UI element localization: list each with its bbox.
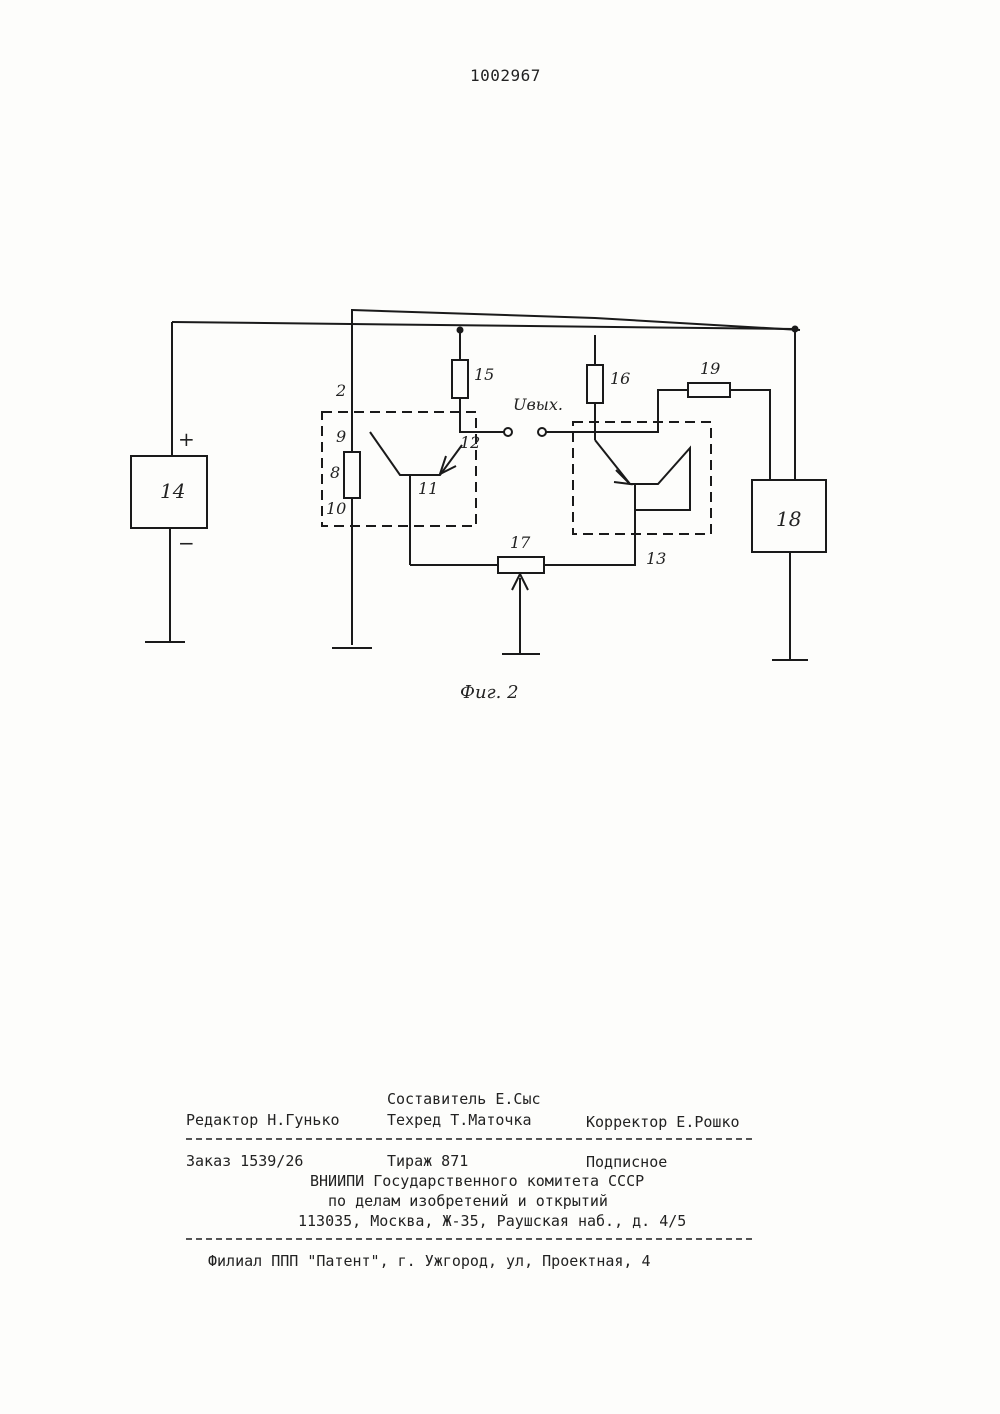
resistor-16 [587, 365, 603, 403]
separator [186, 1238, 752, 1240]
label-transistor-11: 11 [418, 479, 438, 498]
wire-top-bus [172, 322, 795, 329]
transistor-13-arrow [614, 470, 630, 484]
label-block-2: 2 [335, 381, 346, 400]
label-resistor-16: 16 [610, 369, 630, 388]
label-pin-9: 9 [336, 427, 346, 446]
label-output: Uвых. [513, 395, 563, 414]
figure-caption: Фиг. 2 [460, 682, 519, 703]
label-power-source: 14 [160, 479, 185, 503]
label-pin-8: 8 [330, 463, 340, 482]
footer-address: 113035, Москва, Ж-35, Раушская наб., д. … [298, 1212, 686, 1230]
wire-r19-left [595, 390, 688, 432]
label-potentiometer-17: 17 [510, 533, 531, 552]
footer-org-line2: по делам изобретений и открытий [328, 1192, 608, 1210]
resistor-15 [452, 360, 468, 398]
potentiometer-17 [498, 557, 544, 573]
label-block-13: 13 [646, 549, 666, 568]
label-pin-12: 12 [460, 433, 480, 452]
label-resistor-15: 15 [474, 365, 494, 384]
separator [186, 1138, 752, 1140]
footer-editor: Редактор Н.Гунько [186, 1111, 340, 1129]
label-resistor-19: 19 [700, 359, 720, 378]
label-minus: − [178, 531, 195, 555]
footer-order: Заказ 1539/26 [186, 1152, 303, 1170]
output-terminal-right [538, 428, 546, 436]
wire-r19-right [730, 390, 770, 480]
footer-circulation: Тираж 871 [387, 1152, 468, 1170]
footer-branch: Филиал ППП "Патент", г. Ужгород, ул, Про… [208, 1252, 651, 1270]
junction-dot [457, 327, 464, 334]
output-terminal-left [504, 428, 512, 436]
transistor-11-base [370, 432, 462, 475]
label-pin-10: 10 [326, 499, 346, 518]
circuit-diagram: 14 + − 2 9 8 10 11 12 15 Uвых. 16 13 [0, 0, 1000, 720]
footer-compiler: Составитель Е.Сыс [387, 1090, 541, 1108]
label-plus: + [178, 427, 195, 451]
label-load: 18 [776, 507, 801, 531]
wire-r15-bottom [460, 398, 505, 432]
footer-org-line1: ВНИИПИ Государственного комитета СССР [310, 1172, 644, 1190]
resistor-19 [688, 383, 730, 397]
transistor-13-body [595, 440, 690, 510]
footer-corrector: Корректор Е.Рошко [586, 1113, 740, 1131]
footer-techred: Техред Т.Маточка [387, 1111, 532, 1129]
resistor-8 [344, 452, 360, 498]
footer-subscription: Подписное [586, 1153, 667, 1171]
